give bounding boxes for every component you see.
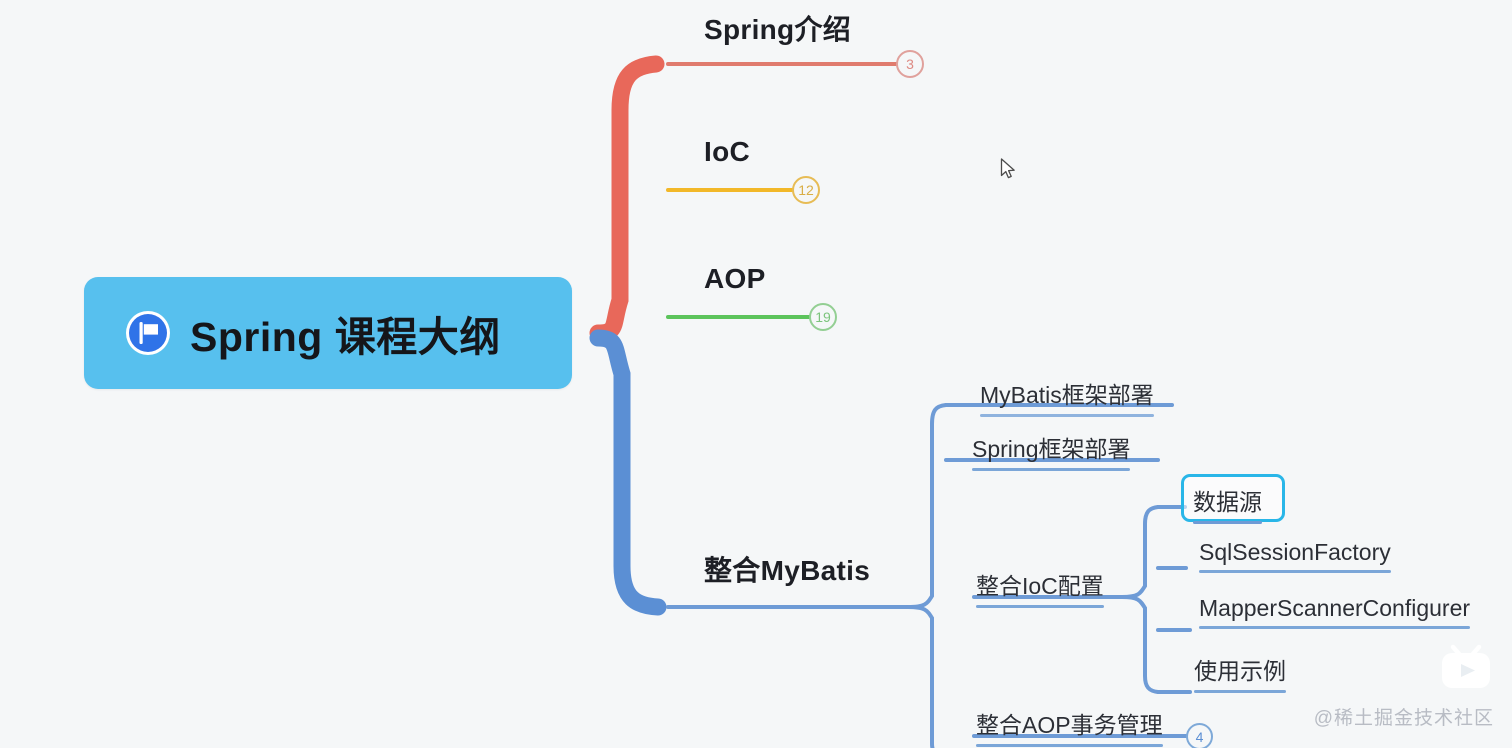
watermark-text: @稀土掘金技术社区 xyxy=(1313,708,1494,729)
node-spring-deploy-underline xyxy=(972,468,1131,471)
node-mapperscannerconfigurer-label: MapperScannerConfigurer xyxy=(1199,595,1471,621)
node-mybatis-deploy-underline xyxy=(980,414,1154,417)
connector-mybatis-children xyxy=(906,403,948,609)
node-aop-transaction-underline xyxy=(976,744,1163,747)
node-aop-transaction-label: 整合AOP事务管理 xyxy=(976,712,1163,738)
selection-highlight-datasource xyxy=(1181,474,1285,522)
node-usage-example-underline xyxy=(1194,690,1286,693)
node-aop-transaction[interactable]: 整合AOP事务管理 xyxy=(976,706,1163,747)
connector-root-to-mybatis xyxy=(589,329,667,616)
bilibili-tv-play-icon xyxy=(1442,644,1490,688)
root-node-label: Spring 课程大纲 xyxy=(190,314,501,360)
node-ioc[interactable]: IoC xyxy=(704,136,750,168)
node-mapperscannerconfigurer-underline xyxy=(1199,626,1471,629)
node-ioc-config[interactable]: 整合IoC配置 xyxy=(976,567,1104,608)
mouse-pointer-icon xyxy=(1000,158,1015,179)
connector-iocconfig-children-lower xyxy=(1120,595,1160,694)
node-sqlsessionfactory[interactable]: SqlSessionFactory xyxy=(1199,539,1391,573)
connector-iocconfig-children-upper xyxy=(1120,505,1160,599)
badge-aop-value: 19 xyxy=(815,309,831,325)
connector-mybatis-children-lower xyxy=(906,605,935,748)
node-datasource-underline xyxy=(1193,521,1262,524)
root-node[interactable]: Spring 课程大纲 xyxy=(84,277,572,389)
node-mybatis-deploy[interactable]: MyBatis框架部署 xyxy=(980,376,1154,417)
node-aop-label: AOP xyxy=(704,263,766,294)
node-spring-intro[interactable]: Spring介绍 xyxy=(704,8,851,56)
connector-root-to-top-group xyxy=(589,55,665,342)
badge-spring-intro-value: 3 xyxy=(906,56,914,72)
badge-spring-intro[interactable]: 3 xyxy=(896,50,924,78)
node-spring-deploy[interactable]: Spring框架部署 xyxy=(972,430,1131,471)
node-sqlsessionfactory-label: SqlSessionFactory xyxy=(1199,539,1391,565)
badge-ioc[interactable]: 12 xyxy=(792,176,820,204)
node-datasource[interactable]: 数据源 xyxy=(1193,483,1262,524)
flag-circle-icon xyxy=(126,311,170,355)
node-usage-example-label: 使用示例 xyxy=(1194,658,1286,684)
node-mybatis-integration-label: 整合MyBatis xyxy=(704,555,871,586)
node-aop[interactable]: AOP xyxy=(704,263,766,295)
node-ioc-config-label: 整合IoC配置 xyxy=(976,573,1104,599)
badge-aop[interactable]: 19 xyxy=(809,303,837,331)
node-mybatis-deploy-label: MyBatis框架部署 xyxy=(980,382,1154,408)
node-usage-example[interactable]: 使用示例 xyxy=(1194,652,1286,693)
node-spring-deploy-label: Spring框架部署 xyxy=(972,436,1131,462)
badge-ioc-value: 12 xyxy=(798,182,814,198)
node-sqlsessionfactory-underline xyxy=(1199,570,1391,573)
node-spring-intro-label: Spring介绍 xyxy=(704,14,852,45)
node-ioc-config-underline xyxy=(976,605,1104,608)
node-ioc-label: IoC xyxy=(704,136,751,167)
node-datasource-label: 数据源 xyxy=(1193,489,1262,515)
badge-aop-transaction[interactable]: 4 xyxy=(1186,723,1213,748)
badge-aop-transaction-value: 4 xyxy=(1195,728,1204,745)
node-mybatis-integration[interactable]: 整合MyBatis xyxy=(704,549,870,589)
node-mapperscannerconfigurer[interactable]: MapperScannerConfigurer xyxy=(1199,595,1471,629)
